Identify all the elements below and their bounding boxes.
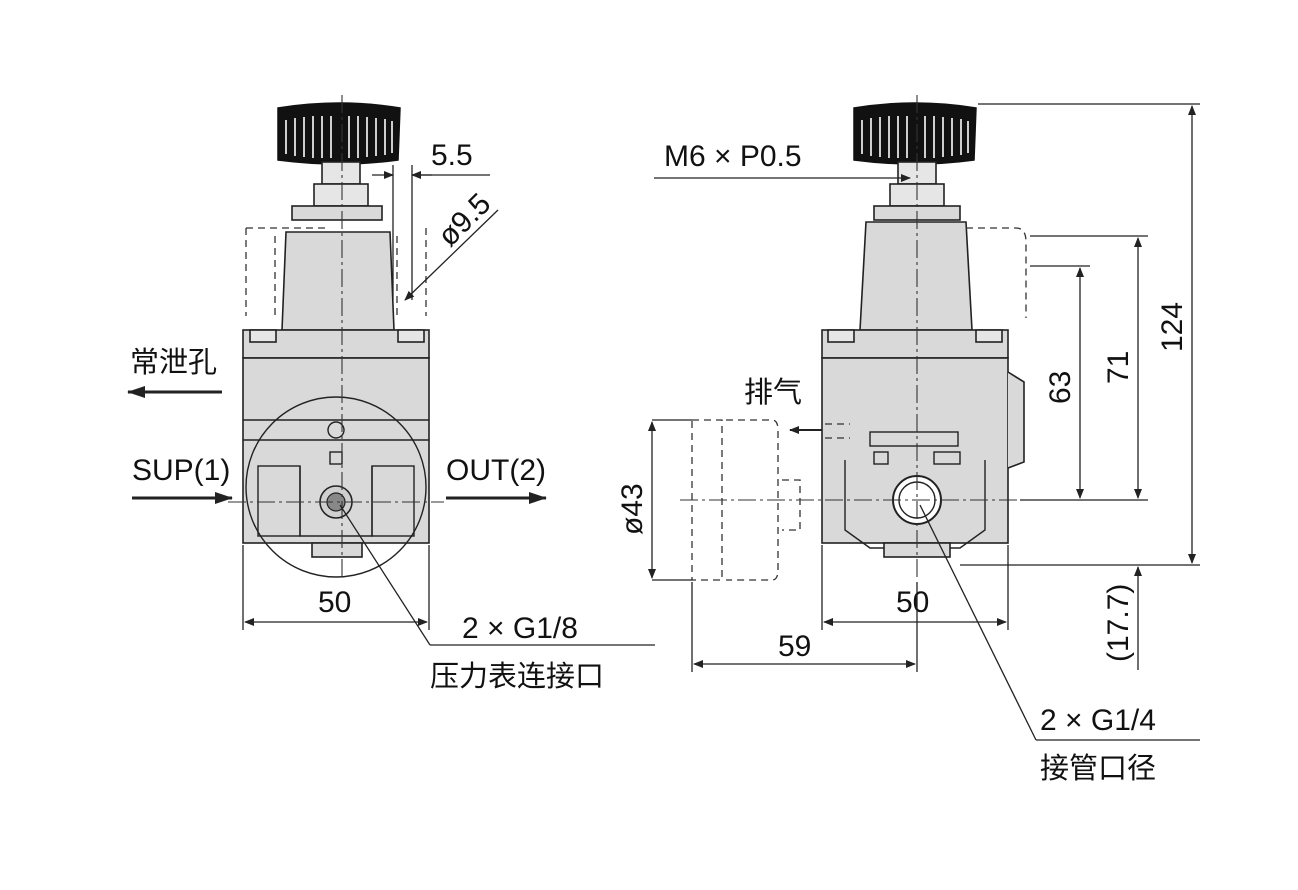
adjust-knob-side [853,102,977,207]
exhaust-label: 排气 [744,375,802,409]
adjust-knob [277,102,401,207]
pipe-port-spec: 2 × G1/4 [1040,704,1156,737]
pipe-port-label: 接管口径 [1040,751,1156,785]
gauge-port-spec: 2 × G1/8 [462,612,578,645]
gauge-dia-dim: ø43 [616,483,649,535]
front-view: 5.5 ø9.5 50 常泄孔 SUP(1) OUT(2) 2 × G1/8 压… [127,95,655,693]
front-width-dim: 50 [318,586,351,619]
dim-17-7: (17.7) [1102,584,1135,662]
sup-port-label: SUP(1) [132,454,230,487]
side-width-dim: 50 [896,586,929,619]
mount-hole-dim: ø9.5 [432,187,498,253]
thread-spec: M6 × P0.5 [664,140,802,173]
drain-label: 常泄孔 [130,345,217,379]
gauge-offset-dim: 59 [778,630,811,663]
out-port-label: OUT(2) [446,454,546,487]
dim-124: 124 [1156,302,1189,352]
dim-63: 63 [1044,371,1077,404]
side-view: 排气 M6 × P0.5 ø43 50 59 63 71 [616,95,1200,785]
dim-71: 71 [1102,351,1135,384]
gauge-port-label: 压力表连接口 [430,659,604,693]
knob-offset-dim: 5.5 [431,139,473,172]
